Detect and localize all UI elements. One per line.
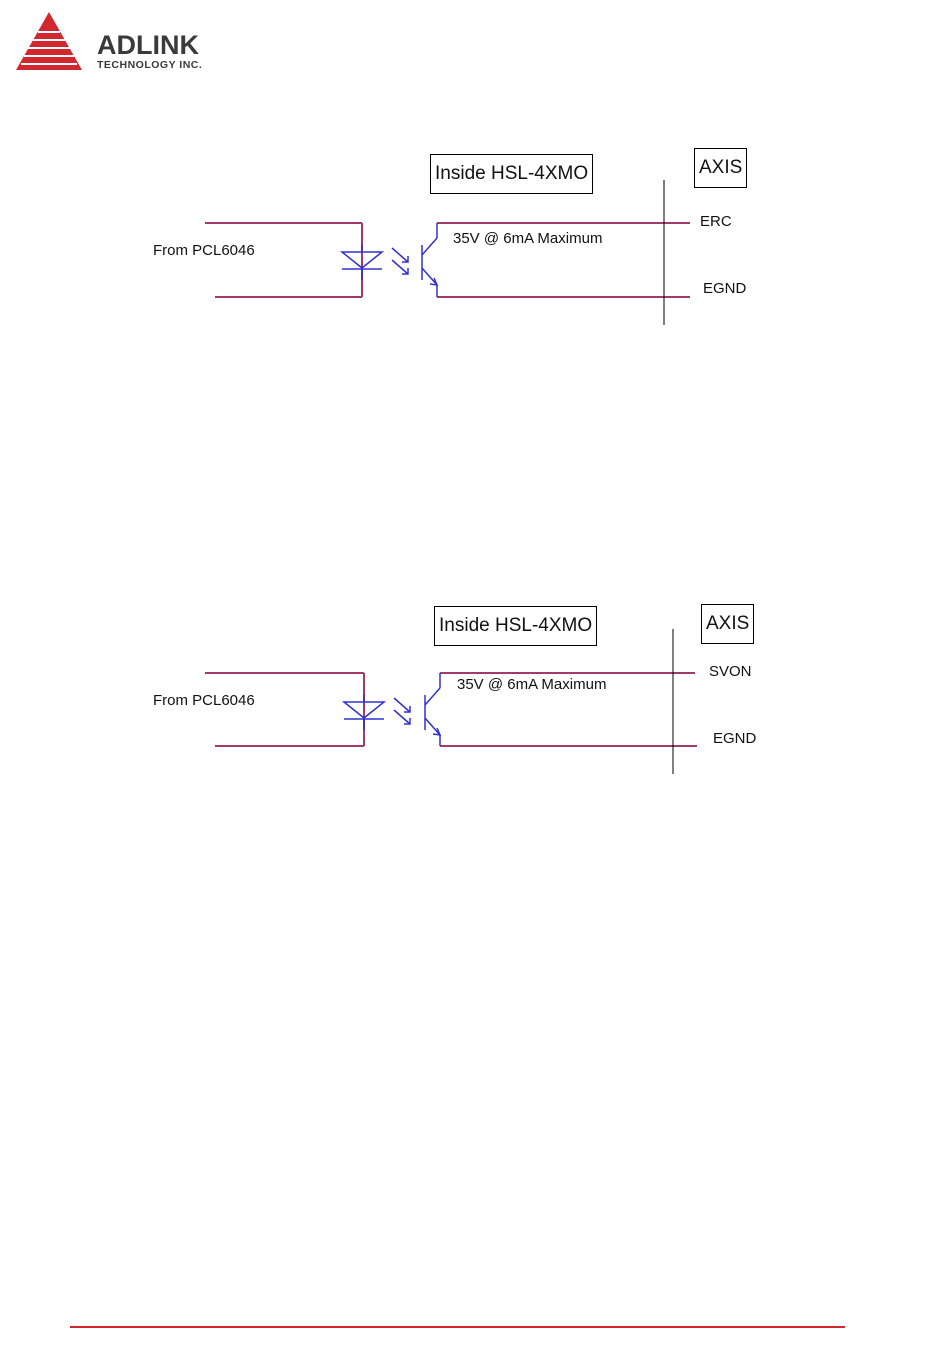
logo-subtitle: TECHNOLOGY INC.	[97, 59, 202, 71]
logo-name: ADLINK	[97, 30, 199, 61]
erc-circuit-diagram: Inside HSL-4XMO AXIS From PCL6046 35V @ …	[0, 140, 950, 340]
rating-label: 35V @ 6mA Maximum	[453, 230, 602, 247]
footer-divider	[70, 1326, 845, 1328]
axis-label: AXIS	[701, 604, 754, 644]
logo-triangle-icon	[14, 10, 84, 74]
rating-label: 35V @ 6mA Maximum	[457, 676, 606, 693]
axis-label: AXIS	[694, 148, 747, 188]
inside-label: Inside HSL-4XMO	[434, 606, 597, 646]
svon-circuit-diagram: Inside HSL-4XMO AXIS From PCL6046 35V @ …	[0, 592, 950, 792]
source-label: From PCL6046	[153, 692, 255, 709]
ground-label: EGND	[713, 730, 756, 747]
phototransistor-symbol	[425, 673, 440, 746]
source-label: From PCL6046	[153, 242, 255, 259]
phototransistor-symbol	[422, 223, 437, 297]
inside-label: Inside HSL-4XMO	[430, 154, 593, 194]
adlink-logo: ADLINK TECHNOLOGY INC.	[14, 10, 214, 76]
light-arrows	[394, 698, 410, 724]
light-arrows	[392, 248, 408, 274]
signal-label: SVON	[709, 663, 752, 680]
ground-label: EGND	[703, 280, 746, 297]
signal-label: ERC	[700, 213, 732, 230]
